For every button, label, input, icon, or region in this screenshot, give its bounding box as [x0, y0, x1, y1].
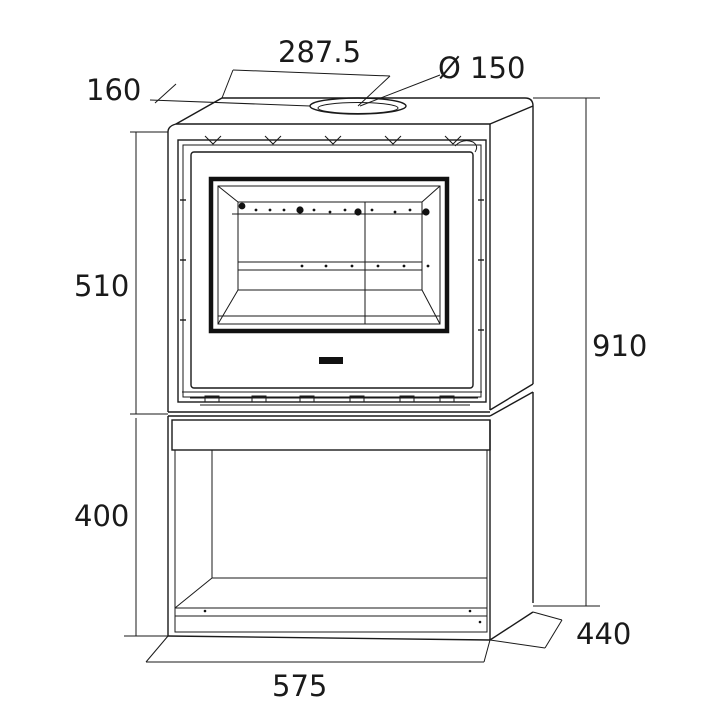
top-vent-marks	[204, 135, 462, 145]
stand-top-plate	[171, 419, 491, 451]
dim-label-depth: 440	[576, 617, 632, 651]
dim-label-base-height: 400	[74, 499, 130, 533]
door-panel	[190, 151, 474, 389]
air-hole	[426, 264, 430, 268]
stove-body	[167, 97, 534, 412]
air-hole	[422, 208, 430, 216]
dim-ext-160	[154, 83, 177, 104]
air-hole	[300, 264, 304, 268]
stand-opening	[174, 449, 488, 633]
air-hole	[370, 208, 374, 212]
air-hole	[376, 264, 380, 268]
dim-label-width: 575	[272, 669, 328, 703]
door-surround-outer	[177, 139, 487, 403]
stand-bottom-front	[167, 635, 491, 641]
dimension-lines	[124, 69, 600, 663]
air-hole	[408, 208, 412, 212]
stove-bottom-right	[489, 383, 534, 411]
door-handle-top	[454, 140, 478, 153]
stove-bottom	[168, 383, 534, 413]
air-hole	[350, 264, 354, 268]
door-surround-inner	[182, 144, 482, 398]
glass-frame	[208, 176, 450, 334]
air-hole	[324, 264, 328, 268]
stove-top-right-edge	[489, 105, 534, 125]
dim-label-flue-depth: 160	[86, 73, 142, 107]
dim-label-total-height: 910	[592, 329, 648, 363]
air-holes	[238, 202, 430, 268]
firebox-right-back	[421, 202, 441, 325]
dim-ext-575-right	[483, 639, 491, 663]
stove-front-top-edge	[167, 123, 490, 133]
air-hole	[343, 208, 347, 212]
air-hole	[254, 208, 258, 212]
dim-ext-440-bottom	[489, 639, 546, 649]
air-hole	[402, 264, 406, 268]
air-hole	[296, 206, 304, 214]
dim-label-stove-height: 510	[74, 269, 130, 303]
stand-inner-floor-left	[174, 577, 213, 609]
stand-top-right	[489, 391, 534, 417]
stove-door	[190, 151, 474, 389]
firebox	[217, 185, 441, 325]
dim-label-flue-diameter: Ø 150	[438, 51, 526, 85]
dim-line-160	[149, 99, 311, 107]
ash-grille-slots	[204, 395, 455, 403]
firebox-left-back	[217, 202, 239, 325]
air-hole	[282, 208, 286, 212]
stove-top-surface	[175, 97, 534, 125]
ash-grille-lines	[182, 391, 482, 406]
dim-line-440	[544, 619, 563, 649]
dim-ext-287-left	[221, 69, 234, 99]
air-hole	[312, 208, 316, 212]
dim-label-flue-offset: 287.5	[278, 35, 362, 69]
stand-screw	[478, 620, 482, 624]
firebox-top-perspective	[217, 185, 441, 203]
air-hole	[268, 208, 272, 212]
dim-ext-287-right	[357, 75, 391, 107]
air-hole	[238, 202, 246, 210]
stand-screw	[468, 609, 472, 613]
brand-logo	[319, 357, 343, 364]
firebox-edge	[217, 185, 441, 325]
stand-bottom-right	[489, 611, 534, 641]
stand-screw	[203, 609, 207, 613]
air-hole	[328, 210, 332, 214]
stand	[167, 391, 534, 641]
baffle-shelf	[237, 261, 423, 271]
door-surround	[177, 135, 487, 403]
dim-line-287	[232, 69, 391, 77]
flue-collar-inner	[317, 102, 399, 114]
air-hole	[354, 208, 362, 216]
dim-ext-440-top	[532, 611, 563, 621]
air-hole	[393, 210, 397, 214]
dim-leader-150	[359, 74, 441, 107]
dim-ext-575-left	[145, 635, 169, 663]
